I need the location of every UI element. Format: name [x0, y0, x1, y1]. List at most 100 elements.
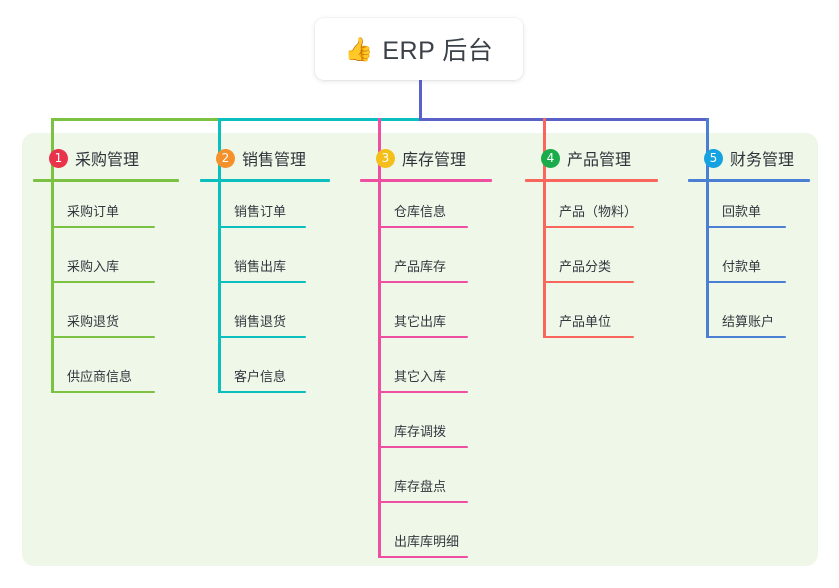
- menu-item-label: 结算账户: [722, 314, 775, 329]
- branch-column-3: 3 库存管理仓库信息产品库存其它出库其它入库库存调拨库存盘点出库库明细: [360, 145, 492, 567]
- branch-underline-1: [33, 179, 179, 182]
- branch-spine-1: [51, 182, 54, 393]
- menu-item-underline: [218, 391, 306, 393]
- branch-column-4: 4 产品管理产品（物料） 产品分类产品单位: [525, 145, 658, 347]
- branch-column-2: 2 销售管理销售订单销售出库销售退货客户信息: [200, 145, 330, 402]
- menu-item[interactable]: 库存调拨: [360, 402, 492, 457]
- branch-title-2: 销售管理: [242, 152, 307, 169]
- root-title: ERP 后台: [382, 37, 494, 65]
- branch-items-1: 采购订单采购入库采购退货供应商信息: [33, 182, 179, 402]
- menu-item-underline: [543, 281, 634, 283]
- menu-item[interactable]: 结算账户: [688, 292, 810, 347]
- menu-item[interactable]: 仓库信息: [360, 182, 492, 237]
- branch-items-2: 销售订单销售出库销售退货客户信息: [200, 182, 330, 402]
- branch-header-4[interactable]: 4 产品管理: [525, 145, 658, 171]
- menu-item[interactable]: 库存盘点: [360, 457, 492, 512]
- menu-item[interactable]: 其它出库: [360, 292, 492, 347]
- menu-item-label: 采购入库: [67, 259, 120, 274]
- menu-item-label: 产品库存: [394, 259, 447, 274]
- menu-item-underline: [378, 226, 468, 228]
- menu-item-underline: [378, 446, 468, 448]
- menu-item-label: 库存盘点: [394, 479, 447, 494]
- thumbs-up-icon: 👍: [344, 35, 374, 62]
- menu-item[interactable]: 采购订单: [33, 182, 179, 237]
- menu-item[interactable]: 其它入库: [360, 347, 492, 402]
- menu-item-label: 仓库信息: [394, 204, 447, 219]
- branch-badge-1: 1: [49, 148, 68, 168]
- menu-item[interactable]: 产品单位: [525, 292, 658, 347]
- branch-column-1: 1 采购管理采购订单采购入库采购退货供应商信息: [33, 145, 179, 402]
- branch-spine-2: [218, 182, 221, 393]
- menu-item[interactable]: 供应商信息: [33, 347, 179, 402]
- menu-item-underline: [378, 336, 468, 338]
- menu-item[interactable]: 产品分类: [525, 237, 658, 292]
- menu-item[interactable]: 付款单: [688, 237, 810, 292]
- branch-underline-3: [360, 179, 492, 182]
- branch-drop-2: [218, 118, 221, 179]
- menu-item-label: 采购订单: [67, 204, 120, 219]
- menu-item-underline: [51, 336, 155, 338]
- menu-item[interactable]: 销售出库: [200, 237, 330, 292]
- menu-item-label: 付款单: [722, 259, 762, 274]
- branch-drop-3: [378, 118, 381, 179]
- menu-item-underline: [218, 336, 306, 338]
- menu-item-label: 客户信息: [234, 369, 287, 384]
- menu-item-label: 采购退货: [67, 314, 120, 329]
- branch-badge-2: 2: [216, 148, 235, 168]
- menu-item-label: 产品分类: [559, 259, 612, 274]
- branch-items-3: 仓库信息产品库存其它出库其它入库库存调拨库存盘点出库库明细: [360, 182, 492, 567]
- branch-items-4: 产品（物料） 产品分类产品单位: [525, 182, 658, 347]
- branch-drop-5: [706, 118, 709, 179]
- menu-item-label: 销售订单: [234, 204, 287, 219]
- branch-header-3[interactable]: 3 库存管理: [360, 145, 492, 171]
- menu-item-underline: [218, 281, 306, 283]
- branches-panel: [22, 133, 818, 566]
- menu-item-label: 出库库明细: [394, 534, 460, 549]
- branch-drop-4: [543, 118, 546, 179]
- branch-underline-4: [525, 179, 658, 182]
- branch-badge-3: 3: [376, 148, 395, 168]
- menu-item-underline: [218, 226, 306, 228]
- branch-drop-1: [51, 118, 54, 179]
- branch-badge-4: 4: [541, 148, 560, 168]
- branch-title-3: 库存管理: [402, 152, 467, 169]
- menu-item[interactable]: 销售订单: [200, 182, 330, 237]
- branch-badge-5: 5: [704, 148, 723, 168]
- menu-item-label: 销售退货: [234, 314, 287, 329]
- menu-item[interactable]: 采购退货: [33, 292, 179, 347]
- menu-item-label: 产品单位: [559, 314, 612, 329]
- bus-segment-1: [51, 118, 221, 121]
- menu-item-label: 回款单: [722, 204, 762, 219]
- menu-item[interactable]: 出库库明细: [360, 512, 492, 567]
- branch-title-1: 采购管理: [75, 152, 140, 169]
- branch-spine-3: [378, 182, 381, 558]
- menu-item-underline: [706, 336, 786, 338]
- root-node[interactable]: 👍 ERP 后台: [315, 18, 523, 80]
- branch-underline-2: [200, 179, 330, 182]
- menu-item-label: 销售出库: [234, 259, 287, 274]
- menu-item[interactable]: 产品（物料）: [525, 182, 658, 237]
- menu-item[interactable]: 采购入库: [33, 237, 179, 292]
- menu-item-label: 供应商信息: [67, 369, 133, 384]
- branch-spine-4: [543, 182, 546, 338]
- menu-item[interactable]: 销售退货: [200, 292, 330, 347]
- bus-segment-3: [419, 118, 546, 121]
- bus-segment-4: [543, 118, 709, 121]
- branch-header-1[interactable]: 1 采购管理: [33, 145, 179, 171]
- bus-segment-2: [218, 118, 422, 121]
- menu-item-underline: [51, 281, 155, 283]
- branch-title-4: 产品管理: [567, 152, 632, 169]
- menu-item-underline: [543, 336, 634, 338]
- menu-item-underline: [378, 556, 468, 558]
- menu-item-underline: [706, 281, 786, 283]
- menu-item-underline: [51, 226, 155, 228]
- menu-item[interactable]: 产品库存: [360, 237, 492, 292]
- menu-item-underline: [543, 226, 634, 228]
- branch-header-2[interactable]: 2 销售管理: [200, 145, 330, 171]
- menu-item[interactable]: 回款单: [688, 182, 810, 237]
- menu-item-label: 其它入库: [394, 369, 447, 384]
- menu-item[interactable]: 客户信息: [200, 347, 330, 402]
- menu-item-underline: [378, 391, 468, 393]
